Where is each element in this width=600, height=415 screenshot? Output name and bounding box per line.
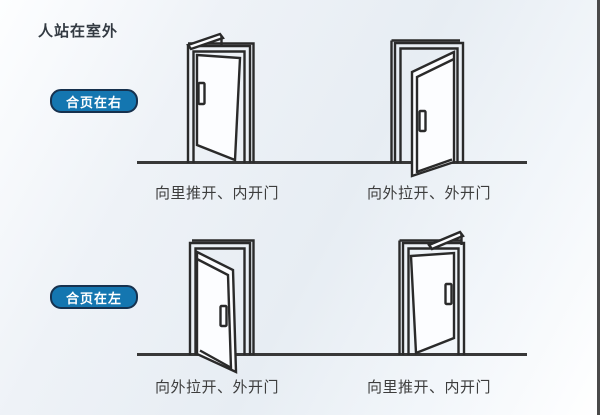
door-open-direction-label: 向外拉开、外开门 xyxy=(366,184,492,202)
hinge-position-badge-right: 合页在右 xyxy=(50,89,138,113)
door-diagram-hinge-left-inward xyxy=(398,230,466,355)
door-open-direction-label: 向里推开、内开门 xyxy=(366,378,492,396)
door-handle xyxy=(197,81,206,106)
ground-line-row1 xyxy=(137,161,527,164)
door-handle xyxy=(219,304,228,328)
door-handle xyxy=(418,109,427,133)
door-open-direction-label: 向里推开、内开门 xyxy=(154,184,280,202)
door-panel xyxy=(409,251,456,355)
door-panel xyxy=(195,250,238,374)
image-right-edge xyxy=(597,0,600,415)
door-frame-depth xyxy=(192,239,255,355)
door-top-edge-flag xyxy=(427,230,465,251)
door-bottom-thickness xyxy=(416,158,453,174)
door-diagram-hinge-right-inward xyxy=(186,32,255,163)
door-frame-depth xyxy=(390,39,460,163)
door-frame-outer xyxy=(393,41,465,163)
door-frame-inner xyxy=(194,247,246,355)
diagram-title: 人站在室外 xyxy=(38,22,119,40)
door-frame-inner xyxy=(399,47,459,163)
door-bottom-thickness xyxy=(199,349,233,370)
door-panel xyxy=(410,50,456,178)
hinge-position-badge-left: 合页在左 xyxy=(50,285,138,309)
door-frame-outer xyxy=(186,44,252,163)
door-open-direction-label: 向外拉开、外开门 xyxy=(154,378,280,396)
door-handle xyxy=(444,282,453,306)
door-diagram-hinge-right-outward xyxy=(390,39,465,178)
door-frame-outer xyxy=(188,241,252,355)
door-frame-inner xyxy=(192,50,246,163)
door-thickness-edge xyxy=(415,57,455,173)
door-diagram-hinge-left-outward xyxy=(188,239,255,374)
door-panel xyxy=(195,53,242,162)
door-thickness-edge xyxy=(196,257,233,370)
ground-line-row2 xyxy=(137,353,527,356)
door-top-edge-flag xyxy=(186,32,225,51)
